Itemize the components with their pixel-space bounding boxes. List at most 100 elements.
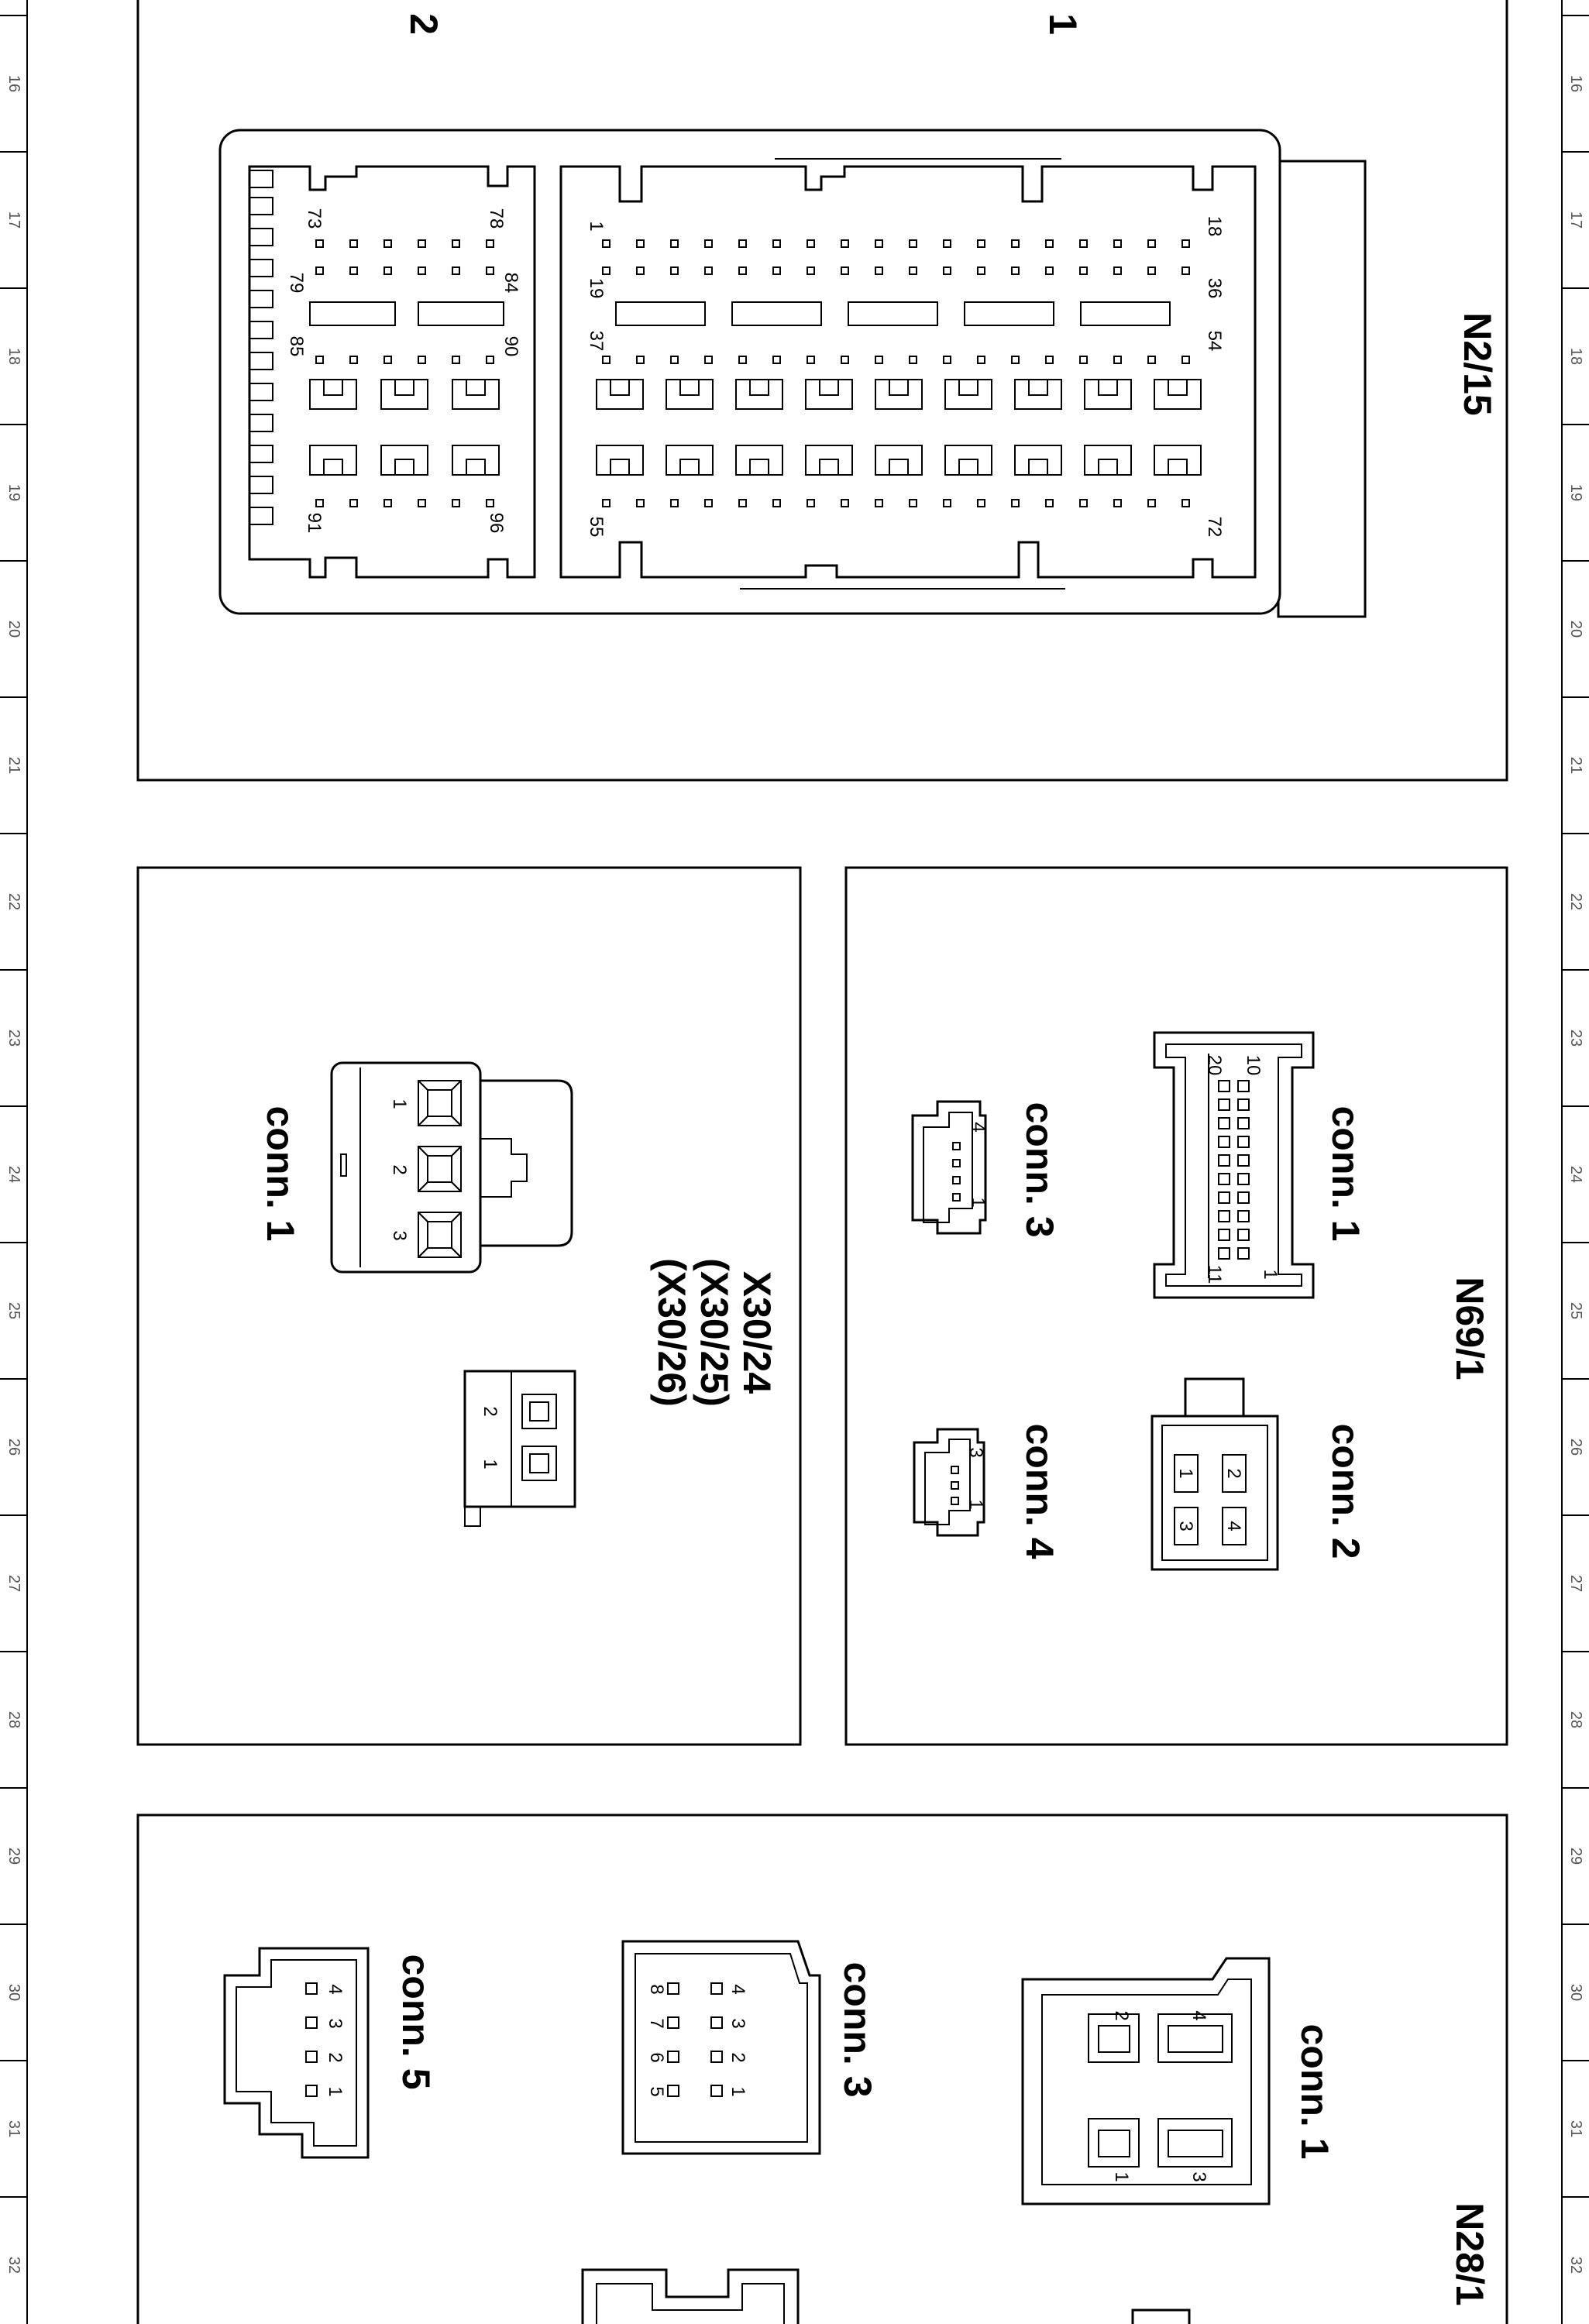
slot (964, 301, 1054, 326)
pin (807, 499, 815, 507)
key-square (1154, 445, 1202, 476)
pin (667, 2085, 679, 2097)
ruler-number: 24 (1567, 1166, 1584, 1183)
pin-label-54: 54 (1204, 331, 1225, 352)
pin (943, 499, 951, 507)
ruler-number-label: 28 (5, 1711, 22, 1728)
ruler-number-label: 31 (5, 2120, 22, 2137)
pin (452, 356, 460, 364)
pin (977, 266, 985, 275)
pin-label-73: 73 (304, 208, 325, 229)
pin (486, 356, 494, 364)
n69-conn2-label: conn. 2 (1324, 1423, 1367, 1559)
ruler-number: 19 (5, 484, 22, 501)
pin (1113, 266, 1122, 275)
ruler-number-label: 32 (5, 2257, 22, 2274)
ruler-number: 30 (5, 1984, 22, 2001)
pin (1181, 239, 1190, 248)
pin-bevel (451, 1146, 462, 1157)
pin-label-78: 78 (486, 208, 507, 229)
ruler-number-label: 24 (5, 1166, 22, 1183)
pin (486, 499, 494, 507)
n69-c2-pin-4: 4 (1223, 1521, 1244, 1531)
key-notch (1028, 380, 1048, 396)
n28-c3-pin-labels: 8 7 6 5 4 3 2 1 (646, 1984, 748, 2096)
pin (1237, 1173, 1250, 1185)
ruler-number-label: 30 (1567, 1984, 1584, 2001)
pin (1045, 356, 1054, 364)
n28-c3-pin-6: 6 (646, 2052, 667, 2062)
ruler-number: 29 (1567, 1848, 1584, 1865)
n69-conn2-connector: 1 2 3 4 (1150, 1377, 1279, 1571)
pin (1237, 1154, 1250, 1167)
ruler-number: 17 (5, 211, 22, 229)
n2-15-pin-labels: 73 78 79 84 85 90 91 96 1 18 19 36 37 54… (286, 208, 1225, 538)
pin-bevel (418, 1212, 428, 1222)
pin (909, 499, 917, 507)
pin (667, 1982, 679, 1995)
pin (1218, 1136, 1230, 1148)
pin (670, 266, 679, 275)
pin (1237, 1191, 1250, 1204)
key-notch (679, 380, 700, 396)
pin (452, 266, 460, 275)
ruler-number: 16 (5, 75, 22, 92)
pin (1011, 266, 1020, 275)
pin-label-96: 96 (486, 513, 507, 534)
pin (349, 266, 358, 275)
x30-title-line-1: X30/24 (735, 1271, 779, 1394)
pin-label-85: 85 (286, 336, 307, 357)
key-notch (1028, 459, 1048, 475)
n69-c2-pin-2: 2 (1223, 1468, 1244, 1478)
key-notch (1098, 380, 1118, 396)
n28-partial-connector (581, 2268, 800, 2324)
pin (315, 239, 324, 248)
pin (602, 356, 610, 364)
x30-conn1-connector: 1 2 3 (330, 1061, 573, 1274)
pin (636, 266, 645, 275)
ruler-number-label: 29 (1567, 1848, 1584, 1865)
n28-c1-pin-3: 3 (1188, 2171, 1209, 2181)
pin (1237, 1210, 1250, 1222)
ruler-number: 25 (5, 1302, 22, 1319)
n28-conn5-connector: 4 3 2 1 (223, 1947, 370, 2159)
pin-cavity-inner (427, 1221, 452, 1249)
pin (952, 1176, 961, 1184)
pin (875, 239, 883, 248)
pin (875, 356, 883, 364)
pin (349, 499, 358, 507)
pin (486, 239, 494, 248)
pin (1011, 499, 1020, 507)
pin (1079, 239, 1088, 248)
n28-conn1-label: conn. 1 (1293, 2023, 1336, 2159)
key-notch (610, 380, 630, 396)
pin (1113, 499, 1122, 507)
ruler-number-label: 17 (1567, 211, 1584, 229)
pin (943, 239, 951, 248)
pin (1045, 239, 1054, 248)
slot (848, 301, 938, 326)
n28-c5-pin-1: 1 (325, 2086, 346, 2096)
n28-conn3-label: conn. 3 (836, 1961, 879, 2097)
pin (807, 239, 815, 248)
ruler-number-label: 26 (5, 1439, 22, 1456)
n69-c1-pin-1: 1 (1260, 1269, 1281, 1279)
ruler-number-label: 20 (5, 621, 22, 638)
pin (1237, 1117, 1250, 1129)
pin-label-19: 19 (586, 278, 607, 299)
x30-small-connector: 2 1 (463, 1370, 576, 1527)
pin (875, 266, 883, 275)
pin (315, 499, 324, 507)
key-square (452, 379, 500, 410)
n28-c5-pin-4: 4 (325, 1984, 346, 1994)
pin-label-79: 79 (286, 273, 307, 294)
ruler-number: 21 (5, 757, 22, 774)
ruler-number-label: 31 (1567, 2120, 1584, 2137)
n69-conn4-label: conn. 4 (1018, 1423, 1061, 1559)
x30-title-line-2: (X30/25) (693, 1258, 736, 1407)
pin (667, 2051, 679, 2063)
pin (1045, 266, 1054, 275)
ruler-number-label: 26 (1567, 1439, 1584, 1456)
pin (977, 499, 985, 507)
ruler-number-label: 27 (5, 1575, 22, 1592)
